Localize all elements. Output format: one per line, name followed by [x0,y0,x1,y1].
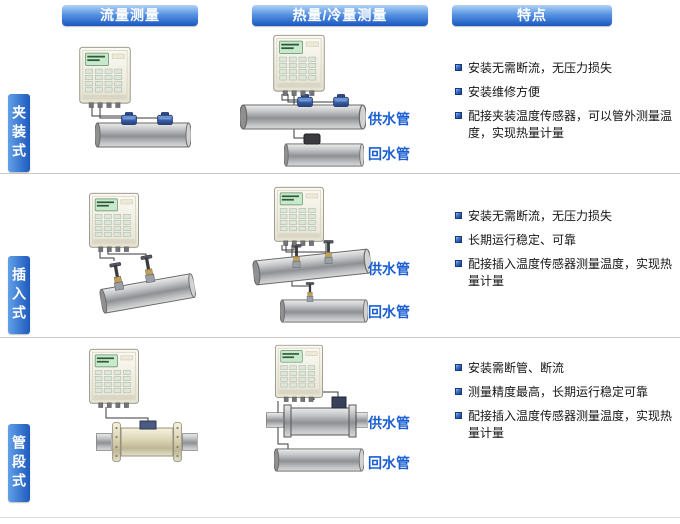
return-pipe-label: 回水管 [368,455,410,471]
bullet-icon [455,112,462,120]
pipe-section-flow-illustration [89,348,198,462]
meter-body [120,427,174,457]
feature-text: 配接插入温度传感器测量温度，实现热量计量 [468,257,673,289]
bullet-icon [455,364,462,371]
feature-item: 配接插入温度传感器测量温度，实现热量计量 [455,408,673,442]
clamp-sensor-icon [121,112,137,125]
feature-text: 安装维修方便 [468,85,541,100]
feature-item: 安装无需断流，无压力损失 [455,208,673,225]
clamp-sensor-icon [297,94,313,107]
column-header-flow-measurement: 流量测量 [62,5,198,26]
row-tab-clamp-on-type: 夹装式 [8,94,30,172]
sensor-cable [107,250,147,256]
sensor-cable [285,244,327,253]
column-header-heat-cold-measurement: 热量/冷量测量 [252,5,428,26]
terminal-box [331,396,347,409]
feature-item: 配接夹装温度传感器，可以管外测量温度，实现热量计量 [455,108,673,142]
heat-converter [274,186,324,246]
feature-item: 长期运行稳定、可靠 [455,232,673,249]
row-tab-pipe-section-type: 管段式 [8,424,30,502]
pipe-stub [96,433,112,451]
sensor-cable [99,250,115,261]
flange [348,404,357,438]
insertion-probe-icon [109,261,126,291]
temperature-sensor [303,133,321,145]
heat-converter [273,34,325,96]
sensor-cable [105,407,149,422]
flange [112,422,121,462]
feature-text: 安装无需断流，无压力损失 [468,209,613,223]
bullet-icon [455,88,462,96]
insertion-heat-illustration [251,186,373,323]
feature-item: 安装维修方便 [455,84,673,101]
clamp-on-flow-illustration [79,46,191,148]
feature-item: 测量精度最高，长期运行稳定可靠 [455,384,673,401]
pipe-section-heat-illustration [266,344,368,472]
feature-item: 配接插入温度传感器测量温度，实现热量计量 [455,256,673,290]
bullet-icon [455,412,462,420]
return-pipe [274,448,364,472]
flow-converter [89,348,139,408]
features-list-insertion: 安装无需断流，无压力损失 长期运行稳定、可靠 配接插入温度传感器测量温度，实现热… [455,208,673,297]
feature-text: 配接插入温度传感器测量温度，实现热量计量 [468,409,673,441]
sensor-cable [287,94,336,103]
flange [283,404,292,438]
pipe-stub [182,433,198,451]
heat-converter [274,344,324,402]
sensor-cable [99,106,160,119]
clamp-sensor-icon [333,94,349,107]
pipe [95,122,191,148]
supply-pipe-label: 供水管 [368,111,410,127]
return-pipe-label: 回水管 [368,304,410,320]
supply-pipe [251,248,373,286]
bullet-icon [455,260,462,268]
return-pipe [280,299,368,323]
insertion-probe-icon [140,254,157,284]
sensor-cable [281,245,295,251]
insertion-probe-icon [305,282,315,302]
bullet-icon [455,388,462,396]
supply-pipe-label: 供水管 [368,415,410,431]
flow-converter [79,46,131,108]
pipe-stub [266,412,284,428]
features-list-pipe-section: 安装需断管、断流 测量精度最高，长期运行稳定可靠 配接插入温度传感器测量温度，实… [455,360,673,449]
feature-text: 长期运行稳定、可靠 [468,233,577,248]
features-list-clamp-on: 安装无需断流，无压力损失 安装维修方便 配接夹装温度传感器，可以管外测量温度，实… [455,60,673,149]
bullet-icon [455,236,462,244]
feature-text: 安装需断管、断流 [468,361,565,375]
feature-item: 安装需断管、断流 [455,360,673,377]
insertion-flow-illustration [89,192,197,315]
flow-converter [89,192,139,252]
clamp-sensor-icon [157,112,173,125]
clamp-on-heat-illustration [240,34,366,167]
feature-text: 测量精度最高，长期运行稳定可靠 [468,385,649,400]
row-tab-insertion-type: 插入式 [8,256,30,334]
supply-pipe [240,104,366,130]
supply-pipe-label: 供水管 [368,261,410,277]
meter-body [290,407,350,436]
bullet-icon [455,64,462,71]
feature-text: 安装无需断流，无压力损失 [468,61,613,75]
return-pipe-label: 回水管 [368,146,410,162]
column-header-features: 特点 [452,5,612,26]
bullet-icon [455,212,462,219]
terminal-box [139,420,157,430]
return-pipe [284,143,364,167]
pipe-stub [356,412,368,428]
feature-text: 配接夹装温度传感器，可以管外测量温度，实现热量计量 [468,109,673,141]
row-divider [0,173,680,174]
row-divider [0,517,680,518]
feature-item: 安装无需断流，无压力损失 [455,60,673,77]
flange [173,422,182,462]
row-divider [0,337,680,338]
